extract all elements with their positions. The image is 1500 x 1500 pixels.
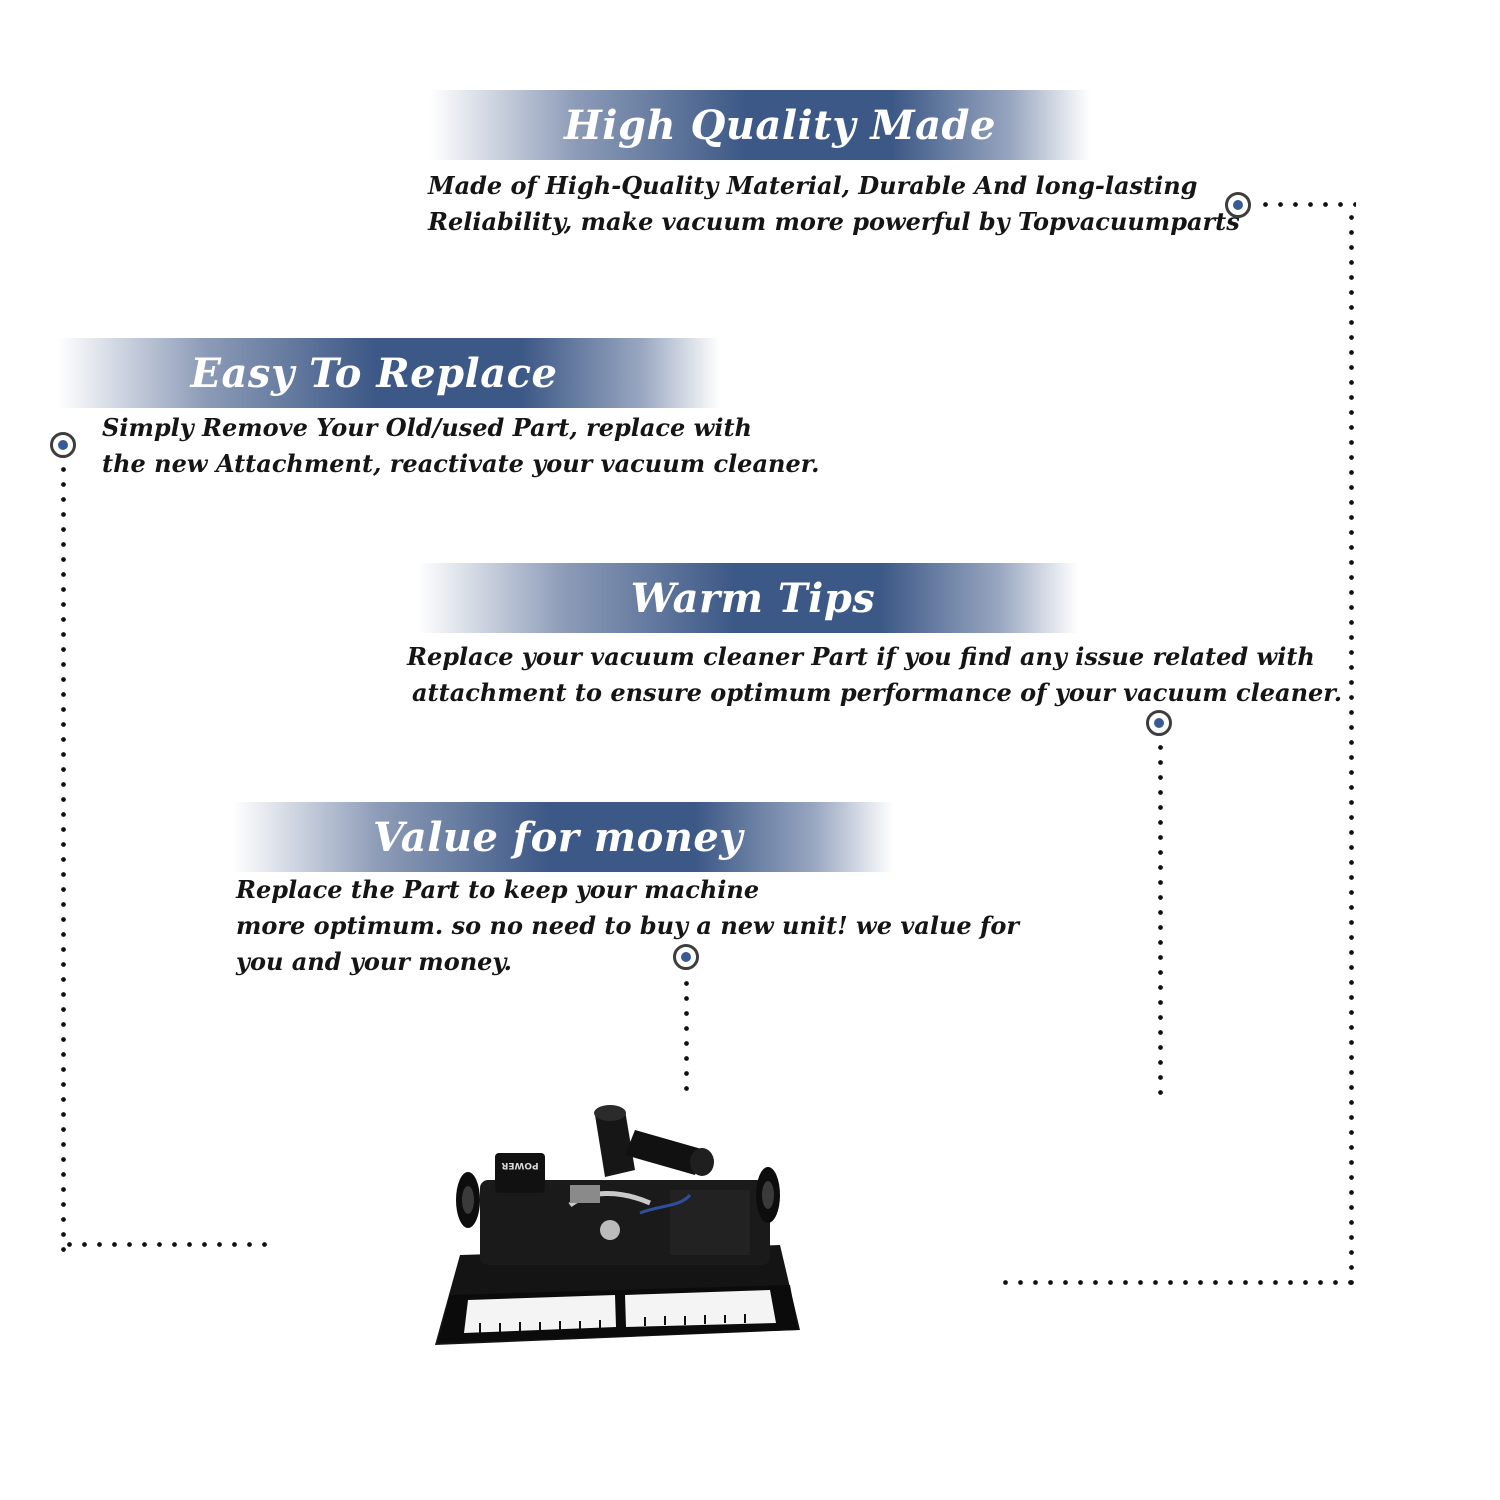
bullet-marker-icon xyxy=(1225,192,1251,218)
description-line: attachment to ensure optimum performance… xyxy=(412,678,1343,707)
banner-high-quality-made: High Quality Made xyxy=(430,90,1090,160)
section-description: Made of High-Quality Material, Durable A… xyxy=(428,168,1240,240)
dotted-connector xyxy=(1158,740,1163,1100)
banner-warm-tips: Warm Tips xyxy=(418,563,1078,633)
bullet-marker-icon xyxy=(1146,710,1172,736)
description-line: Replace the Part to keep your machine xyxy=(236,875,760,904)
description-line: you and your money. xyxy=(236,947,512,976)
bullet-marker-icon xyxy=(673,944,699,970)
section-title: Easy To Replace xyxy=(190,349,558,397)
section-title: Value for money xyxy=(372,813,744,861)
banner-easy-to-replace: Easy To Replace xyxy=(58,338,720,408)
description-line: Reliability, make vacuum more powerful b… xyxy=(428,207,1240,236)
description-line: Made of High-Quality Material, Durable A… xyxy=(428,171,1198,200)
description-line: Simply Remove Your Old/used Part, replac… xyxy=(102,413,752,442)
section-description: Replace your vacuum cleaner Part if you … xyxy=(407,639,1342,711)
dotted-connector xyxy=(998,1280,1354,1285)
section-title: Warm Tips xyxy=(630,574,876,622)
description-line: the new Attachment, reactivate your vacu… xyxy=(102,449,820,478)
dotted-connector xyxy=(1349,210,1354,1290)
dotted-connector xyxy=(62,1242,268,1247)
dotted-connector xyxy=(1258,202,1356,207)
section-description: Simply Remove Your Old/used Part, replac… xyxy=(102,410,820,482)
section-title: High Quality Made xyxy=(564,101,996,149)
dotted-connector xyxy=(684,976,689,1091)
banner-value-for-money: Value for money xyxy=(233,802,893,872)
vacuum-power-head-image: POWER xyxy=(435,1105,800,1345)
section-description: Replace the Part to keep your machine mo… xyxy=(236,872,1019,980)
power-label: POWER xyxy=(501,1160,538,1170)
bullet-marker-icon xyxy=(50,432,76,458)
dotted-connector xyxy=(61,462,66,1252)
description-line: Replace your vacuum cleaner Part if you … xyxy=(407,642,1315,671)
description-line: more optimum. so no need to buy a new un… xyxy=(236,911,1019,940)
